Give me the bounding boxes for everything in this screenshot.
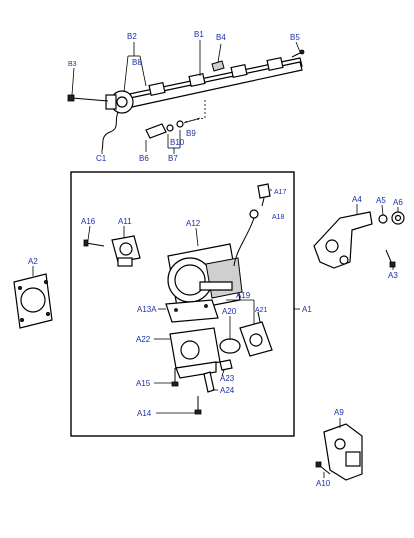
idle-valve-group-a19 (219, 299, 273, 357)
label-b6: B6 (139, 154, 149, 163)
clip-a23-a24 (203, 359, 233, 393)
part-labels: B2 B8 B1 B4 B5 B3 B9 B10 B6 B7 C1 A17 A1… (28, 30, 403, 488)
label-a6: A6 (393, 198, 403, 207)
bolt-a15 (154, 368, 179, 387)
fuel-rail-assembly (67, 49, 305, 151)
label-b7: B7 (168, 154, 178, 163)
washer-a6 (391, 207, 405, 225)
throttle-body-group-frame (70, 171, 295, 437)
label-a16: A16 (81, 217, 96, 226)
label-a9: A9 (334, 408, 344, 417)
bracket-a9 (323, 418, 363, 481)
label-a23: A23 (220, 374, 235, 383)
sensor-a17-a18 (233, 183, 272, 267)
label-b2: B2 (127, 32, 137, 41)
label-a11: A11 (118, 217, 132, 226)
label-a18: A18 (272, 214, 285, 221)
label-a21: A21 (255, 307, 268, 314)
bolt-a10 (315, 461, 331, 478)
label-a5: A5 (376, 196, 386, 205)
bracket-a4 (313, 204, 373, 269)
adapter-body-a22 (154, 327, 221, 379)
screw-a16 (83, 225, 105, 247)
label-a1: A1 (302, 305, 312, 314)
label-a10: A10 (316, 479, 331, 488)
bolt-a3 (385, 249, 396, 270)
gasket-plate-a13a (158, 299, 219, 323)
label-a2: A2 (28, 257, 38, 266)
label-b4: B4 (216, 33, 226, 42)
label-b9: B9 (186, 129, 196, 138)
label-a24: A24 (220, 386, 235, 395)
leader-lines-top (71, 40, 301, 154)
label-b8: B8 (132, 58, 142, 67)
label-a14: A14 (137, 409, 152, 418)
label-a4: A4 (352, 195, 362, 204)
label-b10: B10 (170, 138, 185, 147)
label-b3: B3 (68, 61, 77, 68)
gasket-a2 (13, 266, 53, 329)
label-a20: A20 (222, 307, 237, 316)
label-a13a: A13A (137, 305, 157, 314)
throttle-position-sensor-a11 (111, 226, 141, 267)
label-b5: B5 (290, 33, 300, 42)
label-a3: A3 (388, 271, 398, 280)
throttle-body-a12 (167, 227, 243, 313)
label-c1: C1 (96, 154, 107, 163)
label-a15: A15 (136, 379, 151, 388)
label-a17: A17 (274, 189, 287, 196)
nut-a5 (378, 204, 388, 224)
label-a19: A19 (236, 291, 251, 300)
bolt-a14 (156, 396, 202, 415)
label-a22: A22 (136, 335, 151, 344)
label-a12: A12 (186, 219, 201, 228)
label-b1: B1 (194, 30, 204, 39)
